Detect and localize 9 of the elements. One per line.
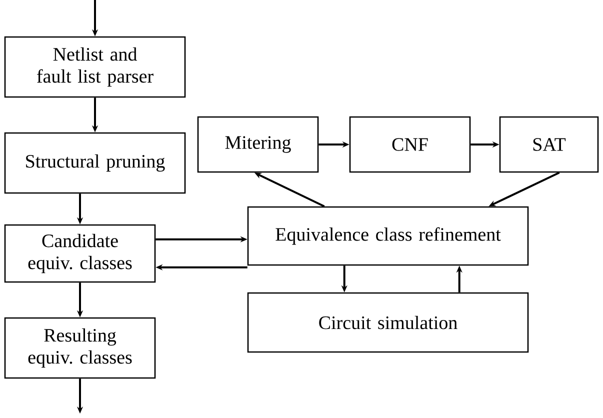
process-box: Candidate equiv. classes [4, 224, 156, 283]
process-box: SAT [499, 116, 599, 173]
process-box: CNF [349, 116, 471, 173]
process-box: Resulting equiv. classes [4, 317, 156, 379]
process-box: Netlist and fault list parser [4, 36, 186, 98]
process-box: Equivalence class refinement [247, 206, 529, 266]
process-box: Circuit simulation [247, 292, 529, 353]
process-box: Structural pruning [4, 132, 186, 194]
process-box: Mitering [197, 116, 319, 173]
